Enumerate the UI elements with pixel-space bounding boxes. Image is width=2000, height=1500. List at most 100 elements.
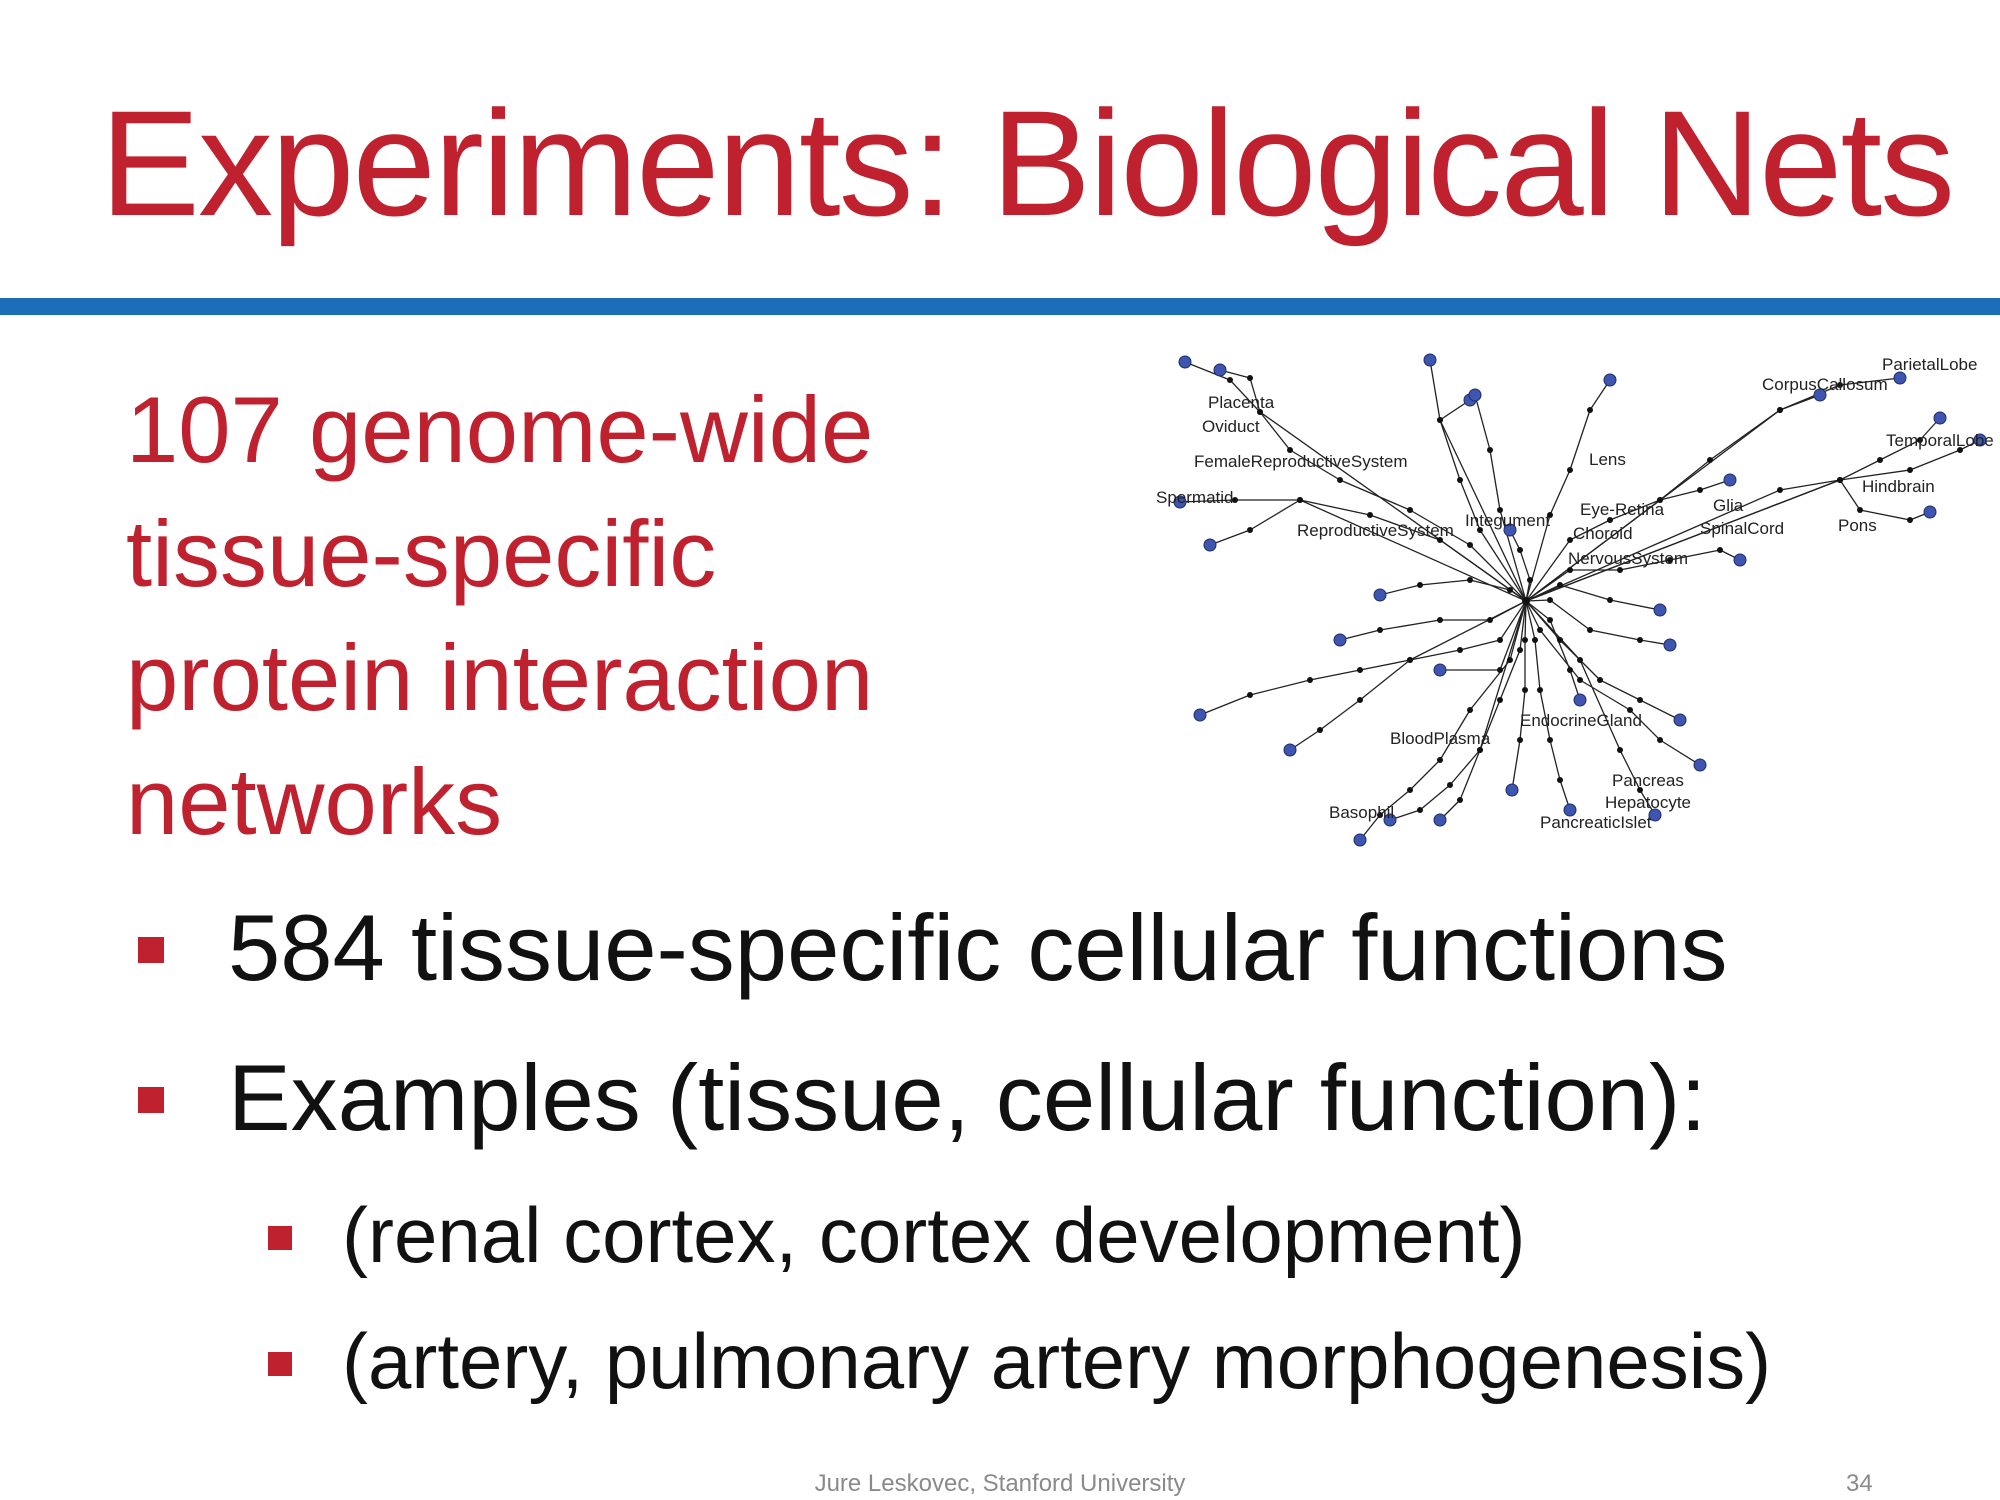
slide-title: Experiments: Biological Nets — [100, 79, 1955, 247]
network-edge — [1525, 514, 1551, 602]
network-leaf-node — [1503, 523, 1517, 537]
network-edge — [1409, 649, 1461, 661]
network-node — [1417, 582, 1423, 588]
network-edge — [1409, 509, 1471, 546]
network-edge — [1519, 689, 1526, 741]
network-node — [1917, 437, 1923, 443]
network-node — [1837, 477, 1843, 483]
network-edge — [1359, 659, 1411, 671]
network-node — [1547, 737, 1553, 743]
network-edge — [1409, 759, 1441, 791]
network-node — [1637, 637, 1643, 643]
network-label: TemporalLobe — [1886, 431, 1994, 450]
network-leaf-node — [1813, 388, 1827, 402]
network-node — [1617, 747, 1623, 753]
network-edge — [1519, 549, 1531, 581]
network-edge — [1525, 499, 1661, 602]
network-edge — [1209, 529, 1251, 546]
network-node — [1627, 707, 1633, 713]
network-node — [1417, 807, 1423, 813]
network-label: EndocrineGland — [1520, 711, 1642, 730]
network-edge — [1534, 639, 1541, 691]
network-node — [1517, 547, 1523, 553]
network-edge — [1525, 600, 1541, 631]
network-edge — [1669, 549, 1721, 561]
subtitle-line: tissue-specific — [126, 501, 717, 606]
sub-bullet-text: (artery, pulmonary artery morphogenesis) — [342, 1317, 1772, 1405]
network-edge — [1259, 411, 1291, 451]
network-node — [1637, 697, 1643, 703]
network-label: Hindbrain — [1862, 477, 1935, 496]
network-node — [1522, 637, 1528, 643]
network-node — [1437, 537, 1443, 543]
network-edge — [1184, 361, 1231, 381]
network-node — [1497, 667, 1503, 673]
bullet-item: 584 tissue-specific cellular functions — [138, 893, 1728, 1003]
network-edge — [1439, 419, 1461, 481]
network-label: PancreaticIslet — [1540, 813, 1652, 832]
network-label: Lens — [1589, 450, 1626, 469]
network-label: FemaleReproductiveSystem — [1194, 452, 1408, 471]
network-label: Pancreas — [1612, 771, 1684, 790]
network-edge — [1839, 479, 1861, 511]
network-leaf-node — [1178, 355, 1192, 369]
network-edge — [1549, 739, 1561, 781]
network-node — [1777, 407, 1783, 413]
network-node — [1407, 787, 1413, 793]
network-edge — [1199, 694, 1251, 716]
network-edge — [1549, 619, 1571, 671]
network-leaf-node — [1923, 505, 1937, 519]
network-leaf-node — [1203, 538, 1217, 552]
network-node — [1547, 617, 1553, 623]
network-node — [1287, 447, 1293, 453]
network-node — [1587, 627, 1593, 633]
network-edge — [1249, 377, 1261, 413]
network-edge — [1479, 699, 1501, 751]
network-edge — [1525, 489, 1781, 602]
network-edge — [1525, 539, 1571, 602]
network-edge — [1439, 709, 1471, 761]
network-node — [1547, 597, 1553, 603]
network-node — [1497, 637, 1503, 643]
network-node — [1567, 467, 1573, 473]
network-node — [1232, 497, 1238, 503]
network-node — [1567, 567, 1573, 573]
network-edge — [1525, 600, 1581, 661]
network-node — [1907, 517, 1913, 523]
network-edge — [1559, 584, 1611, 601]
network-edge — [1525, 569, 1571, 602]
network-edge — [1525, 479, 1841, 602]
network-leaf-node — [1193, 708, 1207, 722]
network-node — [1537, 627, 1543, 633]
network-edge — [1429, 359, 1441, 421]
network-node — [1457, 647, 1463, 653]
network-edge — [1459, 639, 1501, 651]
network-leaf-node — [1648, 808, 1662, 822]
network-label: Placenta — [1208, 393, 1275, 412]
network-node — [1657, 497, 1663, 503]
network-edge — [1839, 459, 1881, 481]
network-label: Spermatid — [1156, 488, 1233, 507]
network-edge — [1449, 749, 1481, 786]
network-edge — [1339, 629, 1381, 641]
network-node — [1257, 409, 1263, 415]
network-edge — [1549, 469, 1571, 516]
network-edge — [1839, 377, 1901, 386]
subtitle-line: 107 genome-wide — [126, 377, 874, 482]
network-node — [1467, 577, 1473, 583]
sub-bullet-item: (artery, pulmonary artery morphogenesis) — [268, 1316, 1772, 1406]
bullet-square-icon — [268, 1352, 292, 1376]
network-leaf-node — [1423, 353, 1437, 367]
network-node — [1777, 487, 1783, 493]
network-leaf-node — [1505, 783, 1519, 797]
network-leaf-node — [1383, 813, 1397, 827]
network-node — [1377, 812, 1383, 818]
network-edge — [1229, 379, 1261, 413]
network-leaf-node — [1468, 388, 1482, 402]
network-node — [1467, 707, 1473, 713]
network-edge — [1249, 499, 1301, 531]
network-edge — [1299, 499, 1371, 516]
network-edge — [1609, 499, 1661, 521]
network-edge — [1525, 599, 1551, 602]
network-label: ReproductiveSystem — [1297, 521, 1454, 540]
